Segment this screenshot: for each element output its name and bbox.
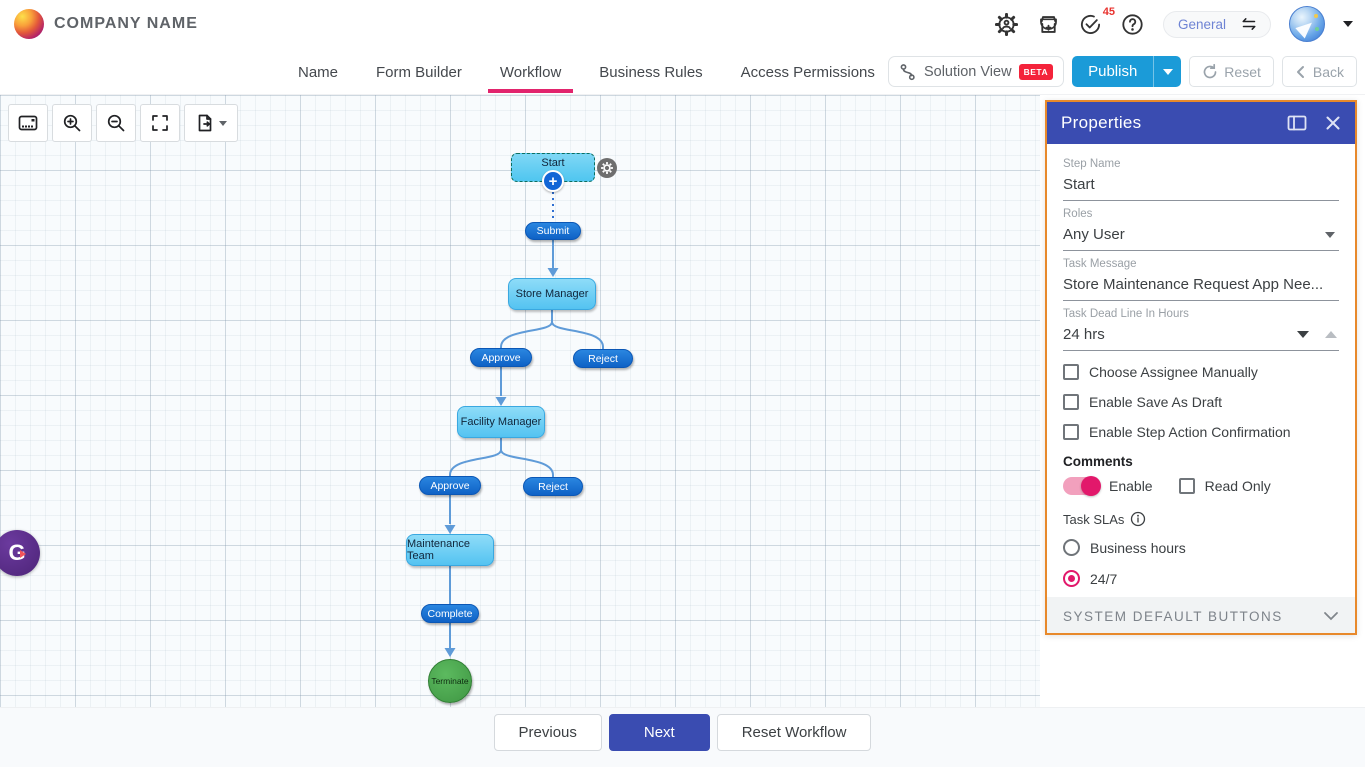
export-menu-caret-icon bbox=[219, 120, 227, 126]
solution-view-button[interactable]: Solution View BETA bbox=[887, 56, 1065, 87]
g-accent-arrow bbox=[20, 550, 26, 558]
chevron-down-icon bbox=[1324, 612, 1338, 621]
workflow-canvas[interactable]: Start + Submit Store Manager Approve Rej… bbox=[0, 95, 1040, 707]
canvas-toolbar bbox=[8, 104, 238, 142]
g-assistant-badge[interactable]: G bbox=[0, 530, 40, 576]
node-maintenance-team[interactable]: Maintenance Team bbox=[406, 534, 494, 566]
action-reject-2[interactable]: Reject bbox=[523, 477, 583, 496]
24-7-radio[interactable] bbox=[1063, 570, 1080, 587]
node-terminate[interactable]: Terminate bbox=[428, 659, 472, 703]
solution-view-label: Solution View bbox=[923, 63, 1012, 80]
roles-value[interactable]: Any User bbox=[1063, 226, 1125, 243]
business-hours-radio[interactable] bbox=[1063, 539, 1080, 556]
approvals-icon[interactable]: 45 bbox=[1079, 6, 1115, 36]
comments-toggle-label: Enable bbox=[1109, 478, 1153, 494]
refresh-icon bbox=[1203, 63, 1217, 78]
deadline-increase-caret-icon[interactable] bbox=[1325, 331, 1337, 338]
publish-split-button: Publish bbox=[1072, 56, 1182, 87]
roles-dropdown-caret-icon[interactable] bbox=[1325, 232, 1335, 238]
dock-panel-icon[interactable] bbox=[1287, 115, 1307, 131]
wizard-footer: Previous Next Reset Workflow bbox=[0, 707, 1365, 767]
approvals-count-badge: 45 bbox=[1102, 6, 1115, 18]
step-name-label: Step Name bbox=[1063, 158, 1121, 170]
export-icon[interactable] bbox=[184, 104, 238, 142]
close-icon[interactable] bbox=[1325, 115, 1341, 131]
company-name: COMPANY NAME bbox=[54, 15, 198, 32]
zoom-in-icon[interactable] bbox=[52, 104, 92, 142]
tab-access-permissions[interactable]: Access Permissions bbox=[740, 64, 875, 81]
task-message-label: Task Message bbox=[1063, 258, 1137, 270]
builder-tabs: Name Form Builder Workflow Business Rule… bbox=[296, 48, 877, 94]
paper-plane-icon bbox=[1295, 17, 1317, 39]
tab-form-builder[interactable]: Form Builder bbox=[376, 64, 462, 81]
system-default-buttons-section[interactable]: SYSTEM DEFAULT BUTTONS bbox=[1047, 597, 1355, 633]
properties-panel: Properties Step Name Start Roles Any Use… bbox=[1045, 100, 1357, 635]
task-message-field[interactable]: Task Message Store Maintenance Request A… bbox=[1063, 258, 1339, 301]
zoom-out-icon[interactable] bbox=[96, 104, 136, 142]
step-name-value[interactable]: Start bbox=[1063, 176, 1095, 193]
task-deadline-label: Task Dead Line In Hours bbox=[1063, 308, 1189, 320]
node-facility-manager[interactable]: Facility Manager bbox=[457, 406, 545, 438]
chevron-left-icon bbox=[1296, 65, 1304, 78]
step-name-field[interactable]: Step Name Start bbox=[1063, 158, 1339, 201]
comments-enable-toggle[interactable] bbox=[1063, 476, 1101, 496]
properties-panel-header: Properties bbox=[1047, 102, 1355, 144]
business-hours-option: Business hours bbox=[1063, 539, 1339, 556]
info-icon[interactable] bbox=[1130, 511, 1146, 527]
choose-assignee-row: Choose Assignee Manually bbox=[1063, 364, 1339, 380]
flow-path-icon bbox=[900, 63, 915, 80]
help-icon[interactable] bbox=[1121, 12, 1145, 36]
node-store-manager[interactable]: Store Manager bbox=[508, 278, 596, 310]
builder-nav: Name Form Builder Workflow Business Rule… bbox=[0, 48, 1365, 95]
minimap-icon[interactable] bbox=[8, 104, 48, 142]
task-message-value[interactable]: Store Maintenance Request App Nee... bbox=[1063, 276, 1324, 293]
comments-label: Comments bbox=[1063, 454, 1133, 469]
action-approve-1[interactable]: Approve bbox=[470, 348, 532, 367]
publish-button[interactable]: Publish bbox=[1088, 63, 1138, 80]
step-action-confirmation-checkbox[interactable] bbox=[1063, 424, 1079, 440]
roles-field[interactable]: Roles Any User bbox=[1063, 208, 1339, 251]
save-as-draft-checkbox[interactable] bbox=[1063, 394, 1079, 410]
action-submit[interactable]: Submit bbox=[525, 222, 581, 240]
reset-button[interactable]: Reset bbox=[1189, 56, 1274, 87]
workspace-selector[interactable]: General bbox=[1162, 10, 1271, 38]
admin-settings-icon[interactable] bbox=[995, 12, 1019, 36]
node-settings-gear-icon[interactable] bbox=[597, 158, 617, 178]
publish-menu-caret[interactable] bbox=[1153, 56, 1181, 87]
add-step-button[interactable]: + bbox=[542, 170, 564, 192]
action-approve-2[interactable]: Approve bbox=[419, 476, 481, 495]
tab-business-rules[interactable]: Business Rules bbox=[599, 64, 703, 81]
back-button[interactable]: Back bbox=[1281, 56, 1357, 87]
fit-view-icon[interactable] bbox=[140, 104, 180, 142]
marketplace-icon[interactable] bbox=[1037, 12, 1061, 36]
action-reject-1[interactable]: Reject bbox=[573, 349, 633, 368]
action-complete[interactable]: Complete bbox=[421, 604, 479, 623]
previous-button[interactable]: Previous bbox=[493, 714, 602, 751]
avatar[interactable] bbox=[1289, 6, 1325, 42]
tab-workflow[interactable]: Workflow bbox=[487, 51, 574, 93]
task-slas-label: Task SLAs bbox=[1063, 511, 1125, 527]
tab-name[interactable]: Name bbox=[298, 64, 339, 81]
workspace-selector-label: General bbox=[1177, 16, 1226, 32]
beta-badge: BETA bbox=[1018, 63, 1054, 80]
step-action-confirmation-row: Enable Step Action Confirmation bbox=[1063, 424, 1339, 440]
company-logo bbox=[14, 9, 44, 39]
comments-readonly-checkbox[interactable] bbox=[1178, 478, 1195, 494]
profile-menu-caret-icon[interactable] bbox=[1343, 21, 1353, 27]
workflow-connectors bbox=[444, 192, 604, 657]
next-button[interactable]: Next bbox=[608, 714, 710, 751]
reset-workflow-button[interactable]: Reset Workflow bbox=[716, 714, 872, 751]
chevron-down-icon bbox=[1162, 68, 1173, 75]
deadline-decrease-caret-icon[interactable] bbox=[1297, 331, 1309, 338]
panel-title: Properties bbox=[1061, 113, 1142, 132]
app-header: COMPANY NAME bbox=[0, 0, 1365, 48]
24-7-option: 24/7 bbox=[1063, 570, 1339, 587]
save-as-draft-row: Enable Save As Draft bbox=[1063, 394, 1339, 410]
switch-icon bbox=[1242, 18, 1256, 30]
choose-assignee-checkbox[interactable] bbox=[1063, 364, 1079, 380]
roles-label: Roles bbox=[1063, 208, 1093, 220]
task-deadline-field[interactable]: Task Dead Line In Hours 24 hrs bbox=[1063, 308, 1339, 351]
task-deadline-value[interactable]: 24 hrs bbox=[1063, 326, 1105, 343]
